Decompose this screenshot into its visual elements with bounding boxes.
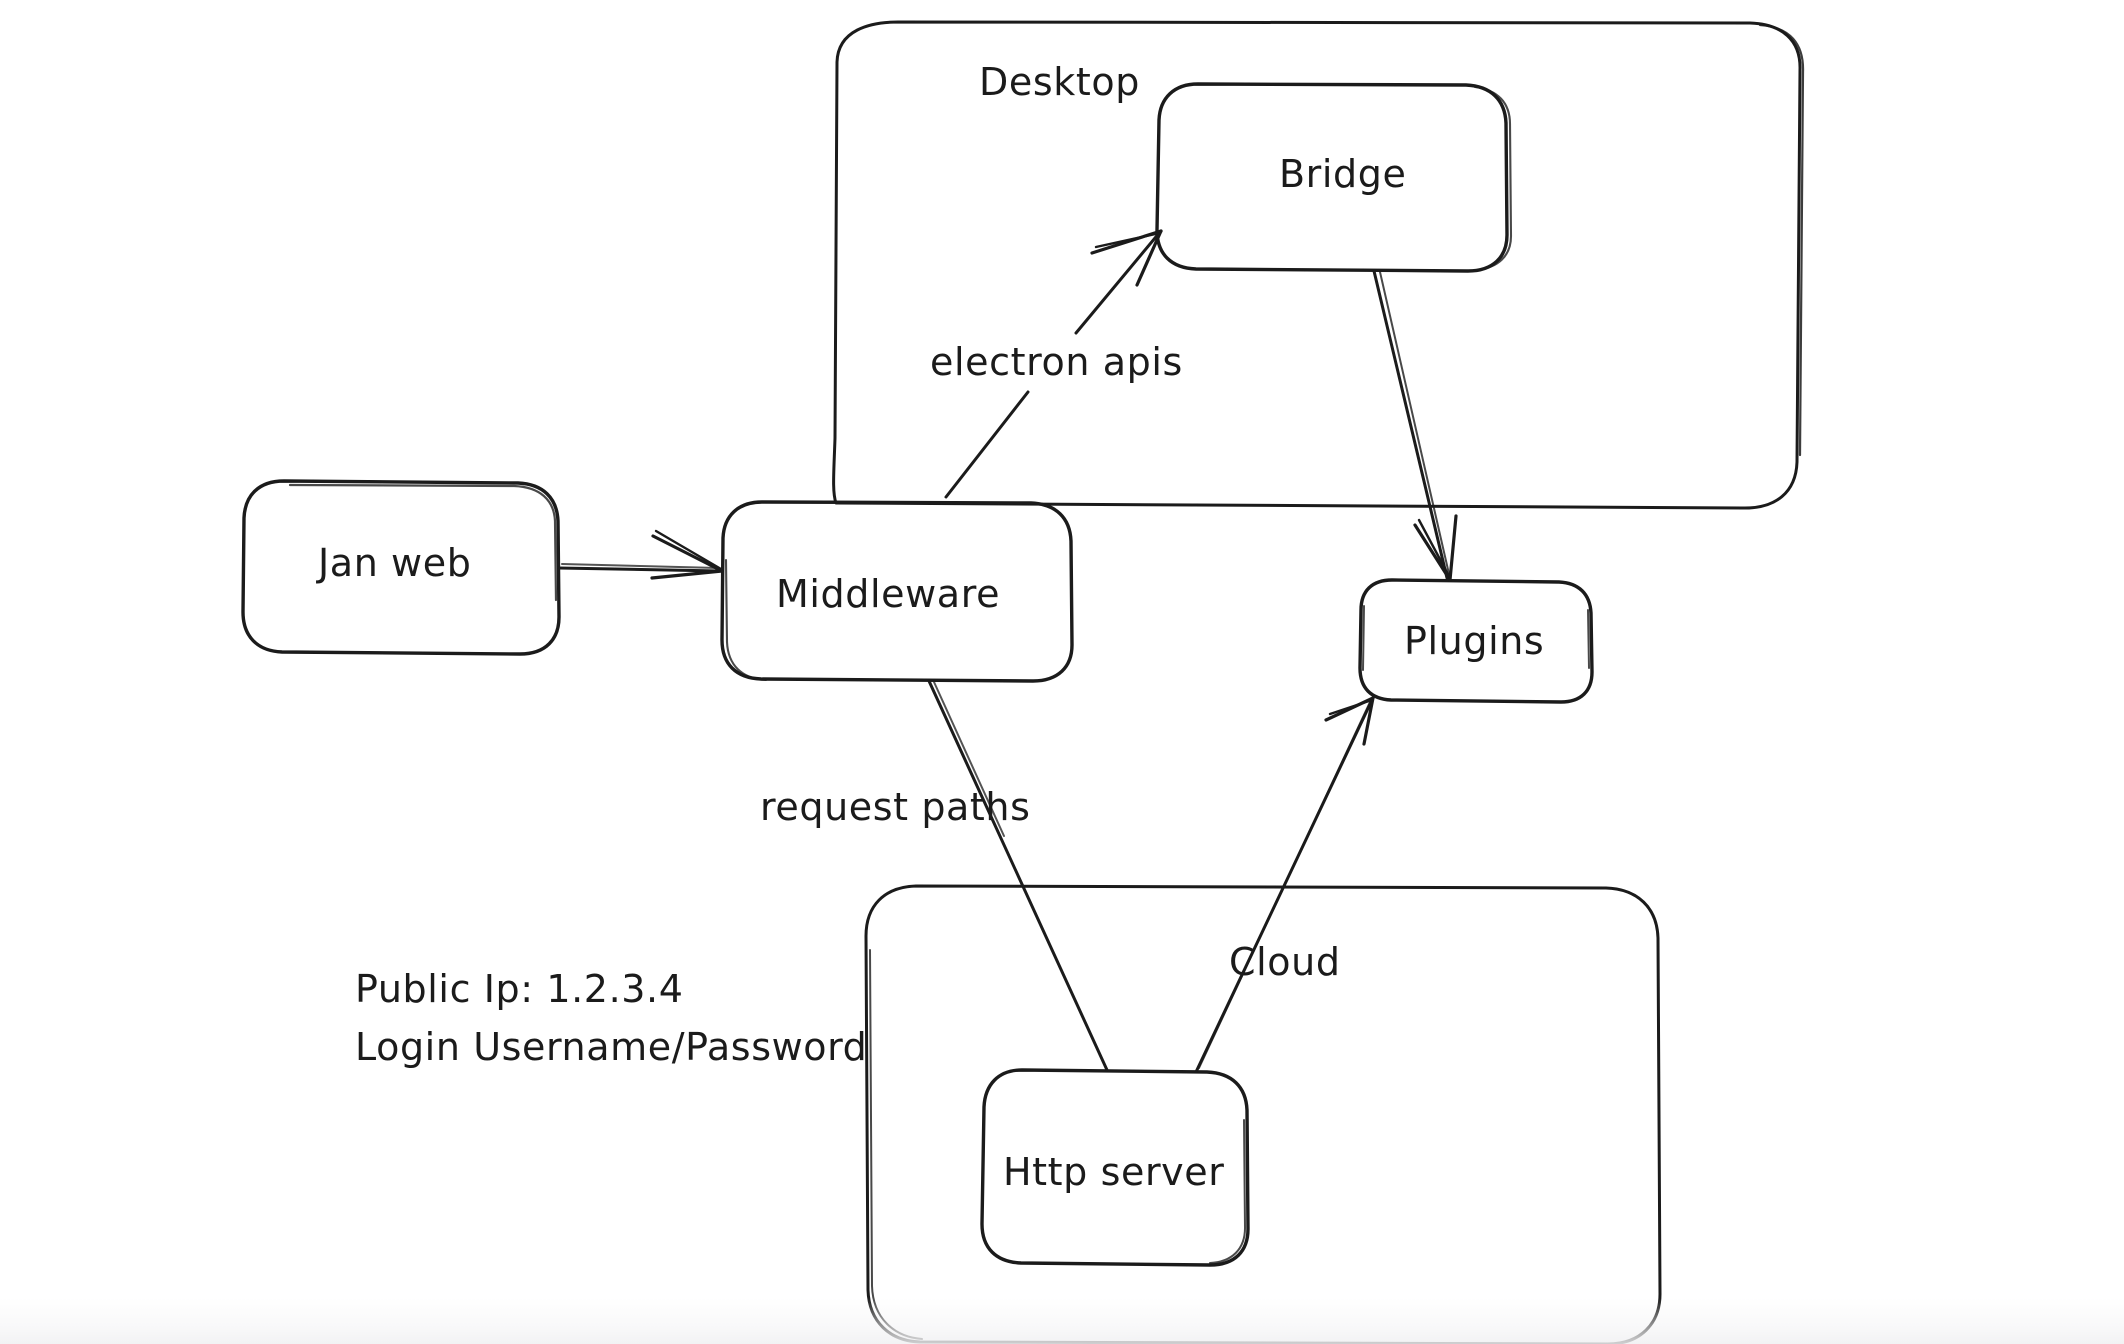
http-to-plugins-line-overdraw — [1198, 701, 1371, 1069]
middleware-to-bridge-line-upper — [1074, 230, 1162, 335]
node-http-server[interactable]: Http server — [980, 1068, 1250, 1267]
notes-block: Public Ip: 1.2.3.4 Login Username/Passwo… — [355, 967, 867, 1069]
cloud-group-border — [864, 884, 1662, 1344]
edge-bridge-to-plugins[interactable] — [1372, 269, 1458, 582]
electron-apis-label: electron apis — [930, 340, 1183, 384]
jan-to-middleware-arrowhead-lower — [650, 569, 724, 580]
bridge-box-overdraw — [1473, 85, 1513, 272]
bridge-to-plugins-line-overdraw — [1379, 271, 1450, 575]
plugins-box — [1358, 578, 1594, 704]
middleware-to-bridge-arrowhead-bottom — [1135, 229, 1163, 287]
bridge-to-plugins-line — [1372, 269, 1449, 580]
node-middleware[interactable]: Middleware — [720, 500, 1074, 683]
edge-middleware-to-http-server[interactable]: request paths — [760, 679, 1109, 1072]
edge-http-server-to-plugins[interactable]: Cloud — [1194, 696, 1375, 1074]
jan-web-label: Jan web — [316, 541, 471, 585]
desktop-group-label: Desktop — [979, 60, 1140, 104]
http-to-plugins-arrowhead-right — [1362, 696, 1375, 746]
middleware-box-overdraw — [724, 558, 768, 682]
cloud-group-border-overdraw — [869, 949, 923, 1340]
http-server-box-overdraw — [1209, 1119, 1246, 1264]
edge-jan-web-to-middleware[interactable] — [557, 529, 724, 580]
plugins-box-overdraw — [1362, 605, 1590, 671]
http-server-box — [980, 1068, 1250, 1267]
bridge-label: Bridge — [1279, 152, 1406, 196]
jan-to-middleware-arrowhead-extra — [654, 529, 723, 571]
note-public-ip: Public Ip: 1.2.3.4 — [355, 967, 684, 1011]
bridge-to-plugins-arrowhead-extra — [1417, 518, 1452, 580]
plugins-label: Plugins — [1404, 619, 1544, 663]
edge-middleware-to-bridge[interactable]: electron apis — [930, 229, 1183, 499]
node-bridge[interactable]: Bridge — [1155, 82, 1513, 273]
bridge-to-plugins-arrowhead-right — [1448, 514, 1458, 582]
jan-web-box-overdraw — [288, 483, 558, 602]
desktop-group-border-overdraw — [1758, 23, 1805, 457]
bridge-to-plugins-arrowhead-left — [1413, 523, 1452, 582]
middleware-to-http-line — [927, 679, 1109, 1072]
node-plugins[interactable]: Plugins — [1358, 578, 1594, 704]
middleware-to-bridge-arrowhead-extra — [1094, 231, 1162, 249]
middleware-to-http-line-overdraw — [933, 681, 1005, 837]
jan-to-middleware-line-overdraw — [561, 563, 719, 569]
http-server-label: Http server — [1003, 1150, 1224, 1194]
bridge-box — [1155, 82, 1509, 273]
desktop-group-border — [832, 20, 1802, 510]
middleware-label: Middleware — [776, 572, 1000, 616]
http-to-plugins-arrowhead-extra — [1328, 698, 1374, 716]
middleware-box — [720, 500, 1074, 683]
group-desktop[interactable]: Desktop — [832, 20, 1805, 510]
jan-web-box — [241, 479, 561, 656]
node-jan-web[interactable]: Jan web — [241, 479, 561, 656]
middleware-to-bridge-line-lower — [944, 390, 1030, 499]
jan-to-middleware-arrowhead-upper — [651, 534, 724, 573]
jan-to-middleware-line — [557, 566, 722, 573]
cloud-label: Cloud — [1229, 940, 1341, 984]
request-paths-label: request paths — [760, 785, 1031, 829]
note-login: Login Username/Password — [355, 1025, 867, 1069]
